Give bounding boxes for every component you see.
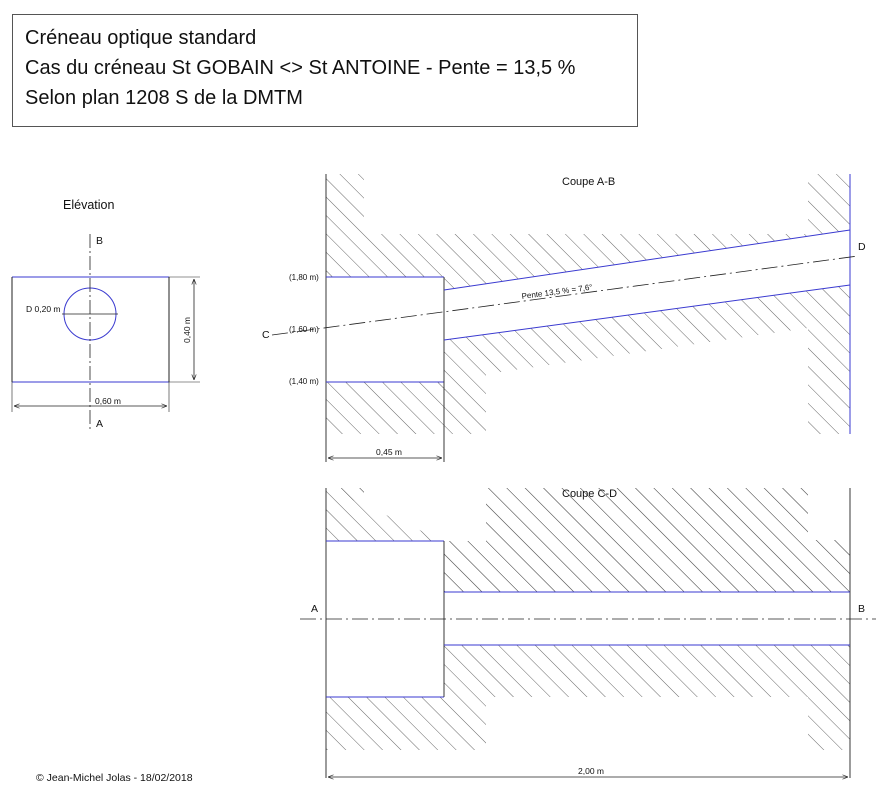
ab-sight-axis xyxy=(271,255,859,336)
title-line-2: Cas du créneau St GOBAIN <> St ANTOINE -… xyxy=(25,57,576,79)
length-label: 2,00 m xyxy=(578,766,604,776)
level-high-label: (1,80 m) xyxy=(289,273,319,282)
title-line-3: Selon plan 1208 S de la DMTM xyxy=(25,87,303,109)
section-ab: Coupe A-B (1,80 m) (1,60 m) (1,40 m) C D… xyxy=(262,174,866,462)
title-line-1: Créneau optique standard xyxy=(25,27,257,49)
diameter-label: D 0,20 m xyxy=(26,304,61,314)
hatch-cd-top-right xyxy=(444,488,850,592)
level-low-label: (1,40 m) xyxy=(289,377,319,386)
cd-title: Coupe C-D xyxy=(562,488,617,500)
hatch-lower-wall xyxy=(326,285,850,434)
depth-label: 0,45 m xyxy=(376,447,402,457)
height-label: 0,40 m xyxy=(182,317,192,343)
ab-label-d: D xyxy=(858,241,866,253)
cd-label-b: B xyxy=(858,603,865,615)
hatch-upper-wall xyxy=(326,174,850,290)
slope-label: Pente 13,5 % = 7,6° xyxy=(521,283,593,301)
width-label: 0,60 m xyxy=(95,396,121,406)
cd-label-a: A xyxy=(311,603,318,615)
level-mid-label: (1,60 m) xyxy=(289,325,319,334)
credit-footer: © Jean-Michel Jolas - 18/02/2018 xyxy=(36,772,193,784)
title-block: Créneau optique standard Cas du créneau … xyxy=(12,14,638,127)
section-cd: Coupe C-D A B 2,00 m xyxy=(300,488,876,778)
elevation-view: Elévation B A D 0,20 m 0,40 m 0,60 m xyxy=(11,198,200,430)
elevation-title: Elévation xyxy=(63,198,114,212)
hatch-cd-top-left xyxy=(326,488,364,541)
elevation-label-a: A xyxy=(96,418,103,430)
ab-bore-bottom xyxy=(443,284,851,341)
elevation-label-b: B xyxy=(96,235,103,247)
ab-title: Coupe A-B xyxy=(562,176,615,188)
hatch-cd-bottom xyxy=(326,645,850,750)
ab-bore-top xyxy=(443,229,851,291)
ab-label-c: C xyxy=(262,329,270,341)
